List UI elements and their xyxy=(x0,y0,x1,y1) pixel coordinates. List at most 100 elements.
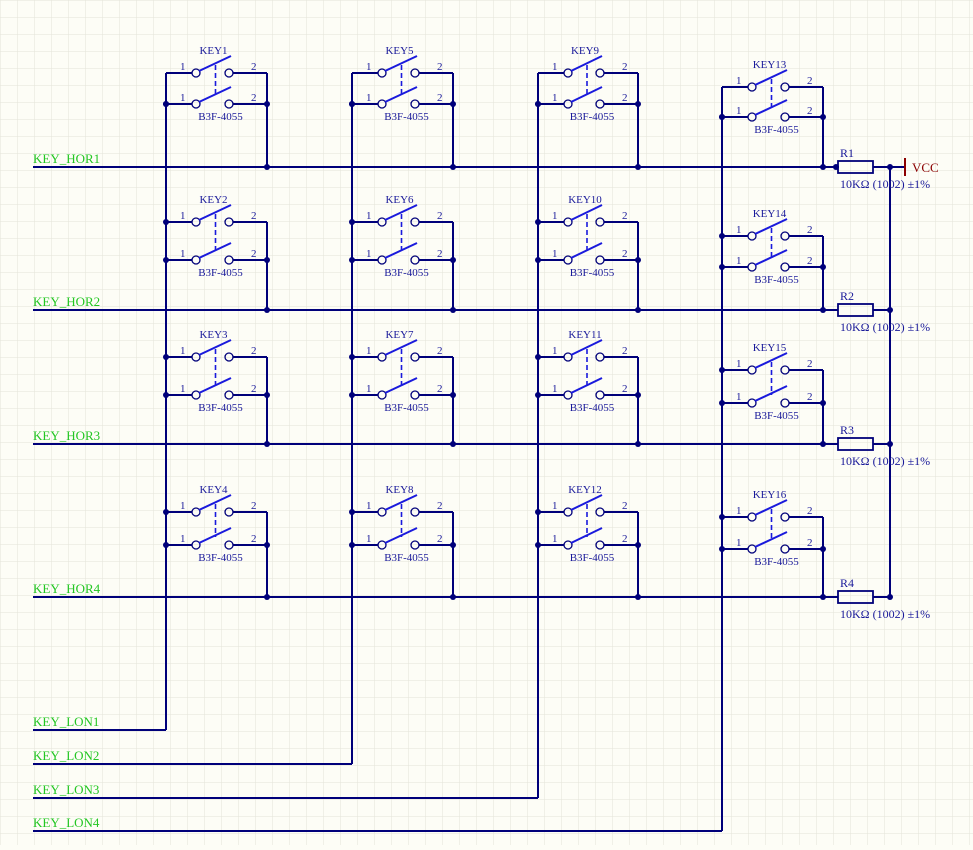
pin-number: 1 xyxy=(552,210,558,222)
key-part-number: B3F-4055 xyxy=(754,124,799,136)
pin-number: 1 xyxy=(366,345,372,357)
pin-number: 2 xyxy=(807,358,813,370)
junction-dot xyxy=(264,594,270,600)
junction-dot xyxy=(635,441,641,447)
junction-dot xyxy=(450,441,456,447)
junction-dot xyxy=(450,307,456,313)
pin-number: 1 xyxy=(736,255,742,267)
pin-number: 2 xyxy=(251,500,257,512)
power-port: VCC xyxy=(904,158,939,176)
switch-contact xyxy=(563,390,573,400)
resistor-r1: R1 10KΩ (1002) ±1% xyxy=(837,146,930,191)
pin-number: 2 xyxy=(437,345,443,357)
switch-contact xyxy=(377,540,387,550)
key-part-number: B3F-4055 xyxy=(754,556,799,568)
key-designator: KEY12 xyxy=(568,484,602,496)
switch-blade xyxy=(198,339,232,356)
key-designator: KEY1 xyxy=(199,45,227,57)
resistor-body xyxy=(837,303,874,317)
pin-number: 2 xyxy=(807,255,813,267)
junction-dot xyxy=(635,307,641,313)
key-designator: KEY11 xyxy=(568,329,601,341)
key-designator: KEY4 xyxy=(199,484,228,496)
pin-number: 2 xyxy=(807,105,813,117)
key-part-number: B3F-4055 xyxy=(198,267,243,279)
key-part-number: B3F-4055 xyxy=(198,552,243,564)
switch-contact xyxy=(563,217,573,227)
key-part-number: B3F-4055 xyxy=(570,402,615,414)
key-part-number: B3F-4055 xyxy=(384,267,429,279)
pin-number: 1 xyxy=(736,105,742,117)
switch-blade xyxy=(384,527,418,544)
pin-number: 2 xyxy=(251,345,257,357)
switch-contact xyxy=(377,352,387,362)
key-part-number: B3F-4055 xyxy=(384,552,429,564)
pin-number: 2 xyxy=(622,92,628,104)
switch-blade xyxy=(198,494,232,511)
net-label-lon: KEY_LON2 xyxy=(33,748,99,763)
net-label-lon: KEY_LON1 xyxy=(33,714,99,729)
switch-blade xyxy=(198,55,232,72)
switch-blade xyxy=(754,352,788,369)
resistor-value: 10KΩ (1002) ±1% xyxy=(840,607,930,621)
pin-number: 2 xyxy=(251,92,257,104)
switch-contact xyxy=(191,390,201,400)
switch-contact xyxy=(377,507,387,517)
resistor-value: 10KΩ (1002) ±1% xyxy=(840,177,930,191)
switch-blade xyxy=(384,204,418,221)
key-part-number: B3F-4055 xyxy=(754,274,799,286)
pin-number: 2 xyxy=(251,383,257,395)
resistor-body xyxy=(837,160,874,174)
switch-contact xyxy=(377,68,387,78)
vcc-label: VCC xyxy=(912,160,939,175)
resistor-body xyxy=(837,437,874,451)
net-label-hor: KEY_HOR4 xyxy=(33,581,101,596)
pin-number: 2 xyxy=(622,345,628,357)
key-designator: KEY2 xyxy=(199,194,227,206)
pin-number: 1 xyxy=(366,500,372,512)
net-label-lon: KEY_LON4 xyxy=(33,815,100,830)
switch-blade xyxy=(570,527,603,544)
switch-contact xyxy=(377,255,387,265)
switch-contact xyxy=(747,544,757,554)
key-designator: KEY16 xyxy=(753,489,787,501)
pin-number: 2 xyxy=(251,533,257,545)
pin-number: 1 xyxy=(180,533,186,545)
junction-dot xyxy=(887,441,893,447)
junction-dot xyxy=(450,594,456,600)
pin-number: 2 xyxy=(437,383,443,395)
key-part-number: B3F-4055 xyxy=(384,111,429,123)
switch-blade xyxy=(384,494,418,511)
junction-dot xyxy=(820,307,826,313)
pin-number: 1 xyxy=(736,224,742,236)
switch-blade xyxy=(754,249,788,266)
switch-blade xyxy=(384,55,418,72)
switch-contact xyxy=(191,99,201,109)
pin-number: 1 xyxy=(366,61,372,73)
key-designator: KEY5 xyxy=(385,45,414,57)
switch-contact xyxy=(747,365,757,375)
pin-number: 1 xyxy=(180,248,186,260)
key-part-number: B3F-4055 xyxy=(570,552,615,564)
pin-number: 1 xyxy=(180,61,186,73)
key-designator: KEY3 xyxy=(199,329,228,341)
switch-blade xyxy=(198,527,232,544)
resistor-designator: R1 xyxy=(840,146,854,160)
switch-blade xyxy=(754,69,788,86)
pin-number: 2 xyxy=(807,391,813,403)
